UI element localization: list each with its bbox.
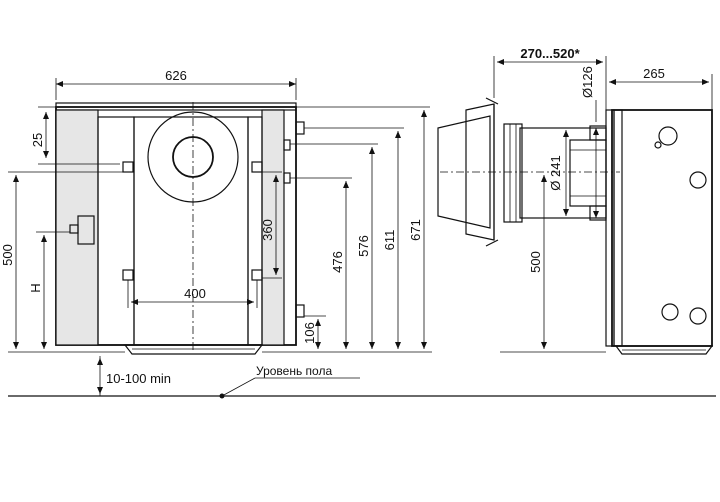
- bracket-top-left: [122, 161, 134, 173]
- dim-front-width: 626: [165, 68, 187, 83]
- floor-leader: [221, 377, 256, 397]
- front-center-panel: [133, 116, 249, 346]
- fitting-bottom: [295, 304, 305, 318]
- fitting-mid: [283, 139, 291, 151]
- floor-level-label: Уровень пола: [256, 364, 332, 378]
- flue-pipe-inner: [569, 139, 607, 207]
- dim-pipe-outer-diameter: Ø126: [580, 66, 595, 98]
- dim-pipe-inner-diameter: Ø 241: [548, 155, 563, 190]
- flue-pipe-outer: [519, 127, 607, 219]
- dim-floor-gap: 10-100 min: [106, 371, 171, 386]
- side-hole-mid: [689, 171, 707, 189]
- terminal-mesh: [437, 115, 491, 229]
- side-inner-plate: [613, 109, 623, 347]
- side-hole-bottom: [661, 303, 679, 321]
- dim-height-476: 476: [330, 251, 345, 273]
- front-top-cap: [55, 102, 297, 111]
- bracket-top-right: [251, 161, 263, 173]
- front-dimensions: 626 25 500 H 360 400 106 476: [0, 68, 432, 396]
- dim-top-offset: 25: [30, 133, 45, 147]
- side-hole-bottom-right: [689, 307, 707, 325]
- dim-height-500-left: 500: [0, 244, 15, 266]
- floor: Уровень пола: [8, 364, 716, 399]
- dim-side-depth-range: 270...520*: [520, 46, 580, 61]
- dim-spacing-360: 360: [260, 219, 275, 241]
- fitting-lower: [283, 172, 291, 184]
- side-burner-tray: [614, 345, 714, 355]
- front-view: [55, 102, 305, 355]
- bracket-bottom-right: [251, 269, 263, 281]
- side-dimensions: 270...520* 265 Ø126 Ø 241 500: [493, 46, 713, 353]
- side-control-knob: [69, 224, 79, 234]
- dim-side-depth: 265: [643, 66, 665, 81]
- side-small-hole: [654, 141, 662, 149]
- dim-height-576: 576: [356, 235, 371, 257]
- fitting-top: [295, 121, 305, 135]
- burner-tray: [123, 344, 264, 355]
- dim-height-671: 671: [408, 219, 423, 241]
- dim-height-500-side: 500: [528, 251, 543, 273]
- dim-spacing-400: 400: [184, 286, 206, 301]
- dim-height-H: H: [28, 283, 43, 292]
- dim-height-106: 106: [302, 322, 317, 344]
- front-left-strip: [97, 116, 135, 346]
- side-hole-top: [658, 126, 678, 146]
- front-left-panel: [55, 109, 99, 346]
- side-view: [437, 97, 714, 355]
- bracket-bottom-left: [122, 269, 134, 281]
- dim-height-611: 611: [382, 230, 397, 251]
- flue-pipe-flange: [503, 123, 523, 223]
